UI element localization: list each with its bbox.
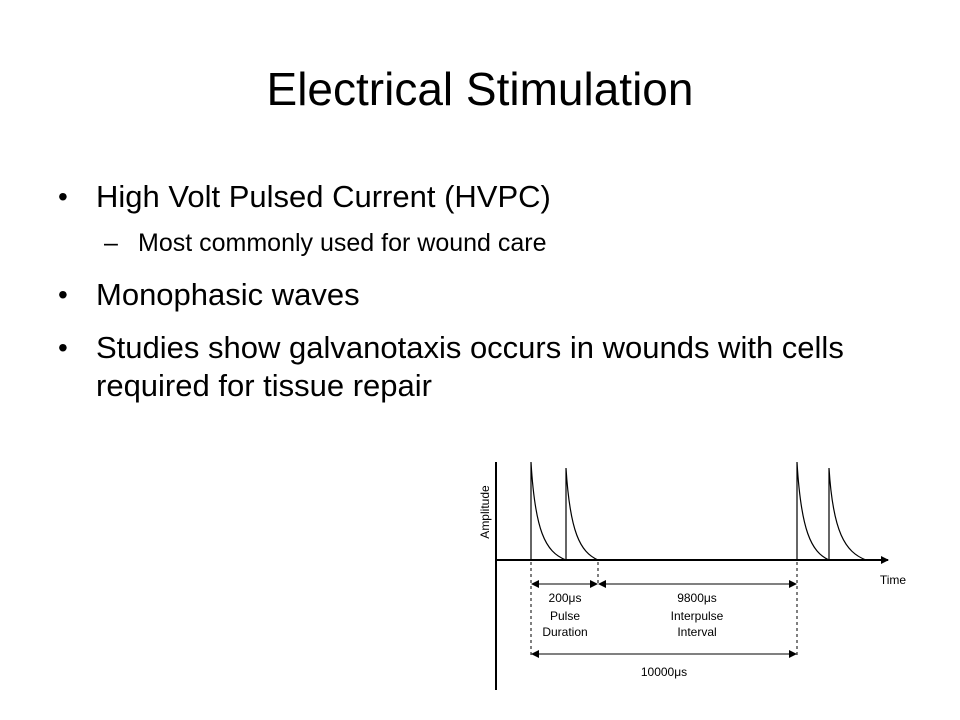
bullet-text: High Volt Pulsed Current (HVPC) bbox=[96, 179, 551, 214]
interpulse-label: Interval bbox=[677, 625, 716, 639]
bullet-item: • High Volt Pulsed Current (HVPC) bbox=[58, 178, 938, 216]
pulse-waveform bbox=[565, 467, 599, 561]
pulse-waveform bbox=[530, 461, 567, 561]
bullet-text: Studies show galvanotaxis occurs in woun… bbox=[96, 330, 844, 403]
bullet-list: • High Volt Pulsed Current (HVPC) – Most… bbox=[58, 178, 938, 420]
period-value: 10000μs bbox=[641, 665, 687, 679]
bullet-dot-icon: • bbox=[58, 332, 68, 363]
pulse-duration-label: Duration bbox=[542, 625, 587, 639]
sub-bullet-dash-icon: – bbox=[104, 229, 118, 257]
bullet-text: Monophasic waves bbox=[96, 277, 360, 312]
bullet-item: • Studies show galvanotaxis occurs in wo… bbox=[58, 329, 938, 405]
pulse-waveform bbox=[796, 461, 830, 561]
pulse-duration-label: Pulse bbox=[550, 609, 580, 623]
sub-bullet-text: Most commonly used for wound care bbox=[138, 229, 547, 257]
x-axis-label: Time bbox=[880, 573, 907, 587]
slide-title: Electrical Stimulation bbox=[266, 63, 694, 115]
bullet-dot-icon: • bbox=[58, 279, 68, 310]
pulse-waveform bbox=[828, 467, 867, 561]
interpulse-label: Interpulse bbox=[671, 609, 724, 623]
bullet-item: • Monophasic waves bbox=[58, 276, 938, 314]
interpulse-value: 9800μs bbox=[677, 591, 717, 605]
bullet-dot-icon: • bbox=[58, 181, 68, 212]
y-axis-label: Amplitude bbox=[478, 485, 492, 539]
sub-bullet-item: – Most commonly used for wound care bbox=[58, 228, 938, 258]
pulse-duration-value: 200μs bbox=[549, 591, 582, 605]
